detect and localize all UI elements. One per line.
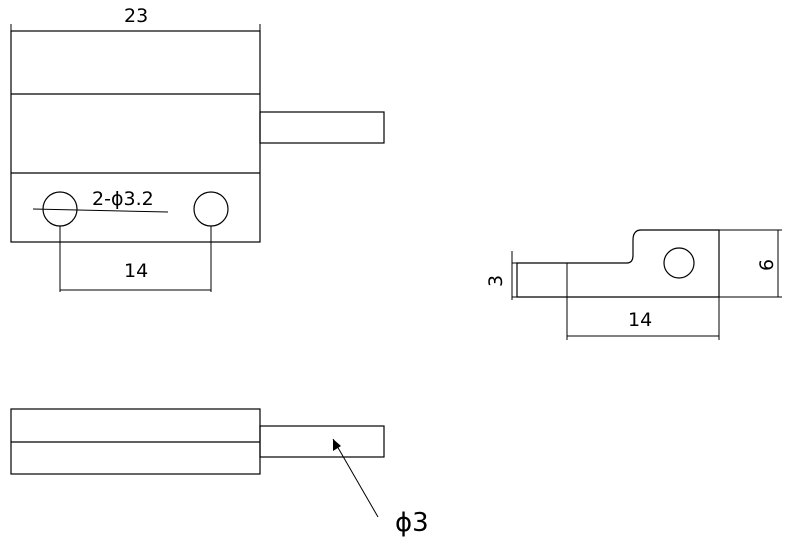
bracket-total-height-label: 6 [756, 259, 778, 271]
hole-spacing-label: 14 [124, 260, 148, 282]
front-wire-stub [259, 425, 385, 458]
hole-label: 2-ϕ3.2 [92, 188, 154, 210]
bracket-hole [663, 247, 695, 279]
wire-leader-arrowhead [333, 439, 341, 451]
wire-diameter-label: ϕ3 [395, 508, 429, 538]
bracket-length-label: 14 [628, 309, 652, 331]
front-view: ϕ3 [10, 408, 429, 538]
top-view: 2-ϕ3.2 23 14 [10, 5, 385, 292]
sensor-body-outline [10, 30, 261, 243]
bracket-side-view: 3 14 6 [485, 229, 782, 340]
width-label: 23 [124, 5, 148, 27]
mounting-hole-right [193, 191, 229, 227]
bracket-height-label: 3 [485, 275, 507, 287]
wire-leader-line [332, 438, 379, 518]
bracket-profile [516, 229, 720, 298]
hole-leader-line [32, 208, 169, 213]
wire-stub [259, 111, 385, 144]
